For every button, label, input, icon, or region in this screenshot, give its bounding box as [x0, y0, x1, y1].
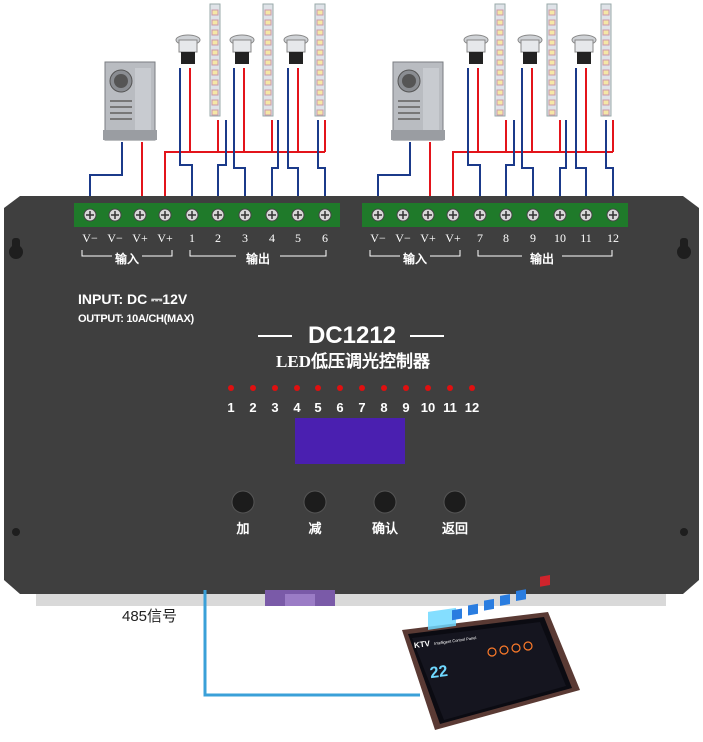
downlight-icon: [463, 34, 489, 64]
channel-led: [469, 385, 475, 391]
led-strip-icon: [546, 3, 558, 117]
downlight-icon: [175, 34, 201, 64]
control-buttons: [231, 490, 467, 514]
rs485-cable: [203, 590, 420, 697]
channel-led: [272, 385, 278, 391]
channel-number: 1: [227, 400, 235, 415]
control-button-label: 减: [308, 521, 322, 536]
led-strip-icon: [494, 3, 506, 117]
channel-led: [315, 385, 321, 391]
device-subtitle: LED低压调光控制器: [276, 352, 430, 371]
output-spec: OUTPUT: 10A/CH(MAX): [78, 313, 194, 325]
led-strip-icon: [209, 3, 221, 117]
led-strip-icon: [262, 3, 274, 117]
terminal-label: 1: [189, 231, 195, 245]
terminal-label: 9: [530, 231, 536, 245]
terminal-label: 10: [554, 231, 566, 245]
channel-led: [425, 385, 431, 391]
terminal-label: V+: [132, 231, 148, 245]
channel-led: [381, 385, 387, 391]
led-strip-icon: [314, 3, 326, 117]
group-brackets: [81, 250, 613, 257]
channel-number: 9: [402, 400, 410, 415]
channel-number: 8: [380, 400, 388, 415]
terminal-label: 7: [477, 231, 483, 245]
channel-led: [228, 385, 234, 391]
channel-number: 4: [293, 400, 301, 415]
control-button[interactable]: [443, 490, 467, 514]
channel-led: [337, 385, 343, 391]
terminal-label: 5: [295, 231, 301, 245]
downlight-icon: [283, 34, 309, 64]
terminal-label: 4: [269, 231, 275, 245]
control-button-label: 返回: [441, 521, 469, 536]
downlight-icons: [175, 34, 597, 64]
controller-body: [4, 196, 699, 606]
terminal-label: V+: [157, 231, 173, 245]
channel-number: 10: [420, 400, 436, 415]
input-group-label-left: 输入: [114, 252, 140, 266]
downlight-icon: [517, 34, 543, 64]
channel-led: [250, 385, 256, 391]
output-group-label-left: 输出: [245, 252, 271, 266]
terminal-label: V+: [445, 231, 461, 245]
terminal-label: 6: [322, 231, 328, 245]
channel-led: [294, 385, 300, 391]
terminal-block-left: [74, 203, 340, 227]
terminal-label: 8: [503, 231, 509, 245]
terminal-block-right: [362, 203, 628, 227]
power-supply-left: [103, 61, 157, 141]
wires-left: [89, 68, 326, 208]
terminal-label: 2: [215, 231, 221, 245]
channel-led: [447, 385, 453, 391]
channel-number: 5: [314, 400, 322, 415]
terminal-label: 11: [580, 231, 592, 245]
led-strip-icons: [209, 3, 612, 117]
terminal-label: V+: [420, 231, 436, 245]
input-spec: INPUT: DC ⎓12V: [78, 291, 188, 307]
wires-right: [377, 68, 614, 208]
channel-number: 3: [271, 400, 279, 415]
signal-label: 485信号: [122, 608, 178, 625]
channel-led: [403, 385, 409, 391]
channel-leds: [228, 385, 475, 391]
control-button-label: 加: [236, 521, 250, 536]
channel-number: 7: [358, 400, 366, 415]
terminal-label: V−: [107, 231, 123, 245]
led-strip-icon: [600, 3, 612, 117]
control-button[interactable]: [303, 490, 327, 514]
control-button-label: 确认: [371, 521, 399, 536]
model-title: DC1212: [307, 322, 397, 349]
power-supply-right: [391, 61, 445, 141]
terminal-label: V−: [395, 231, 411, 245]
terminal-label: 12: [607, 231, 619, 245]
terminal-label: V−: [82, 231, 98, 245]
channel-number: 6: [336, 400, 344, 415]
control-button[interactable]: [231, 490, 255, 514]
downlight-icon: [229, 34, 255, 64]
channel-led: [359, 385, 365, 391]
channel-number: 2: [249, 400, 257, 415]
terminal-label: V−: [370, 231, 386, 245]
ktv-control-panel: [402, 575, 580, 730]
downlight-icon: [571, 34, 597, 64]
output-group-label-right: 输出: [529, 252, 555, 266]
panel-temperature: 22: [428, 662, 449, 683]
oled-display: [295, 418, 405, 464]
channel-number: 12: [464, 400, 480, 415]
control-button[interactable]: [373, 490, 397, 514]
terminal-label: 3: [242, 231, 248, 245]
channel-number: 11: [443, 400, 457, 415]
input-group-label-right: 输入: [402, 252, 428, 266]
